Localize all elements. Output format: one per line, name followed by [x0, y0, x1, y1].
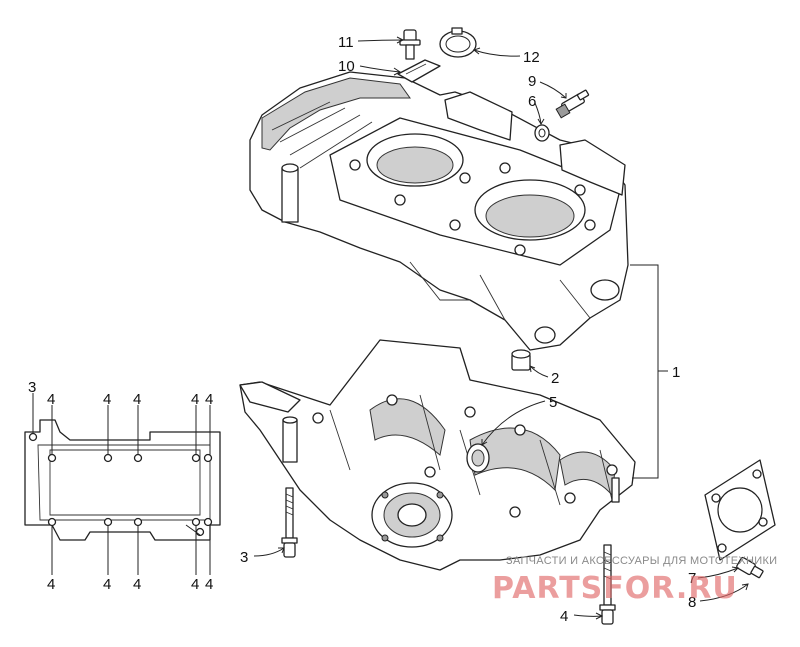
callout-5: 5 — [549, 394, 557, 411]
clamp-12 — [439, 27, 477, 58]
callout-12: 12 — [523, 49, 540, 66]
watermark: ЗАПЧАСТИ И АКСЕССУАРЫ ДЛЯ МОТОТЕХНИКИ PA… — [492, 555, 777, 606]
callout-2: 2 — [551, 370, 559, 387]
callout-4-inset-top-4: 4 — [191, 391, 199, 408]
leader-lines — [32, 36, 749, 620]
washer-6 — [534, 124, 550, 142]
bolt-4-lower — [599, 477, 620, 625]
callout-6: 6 — [528, 93, 536, 110]
callout-1: 1 — [672, 364, 680, 381]
watermark-text: ЗАПЧАСТИ И АКСЕССУАРЫ ДЛЯ МОТОТЕХНИКИ — [506, 555, 777, 567]
callout-4-inset-bottom-5: 4 — [205, 576, 213, 593]
callout-4-inset-top-3: 4 — [133, 391, 141, 408]
plate-10 — [397, 59, 441, 83]
upper-crankcase — [249, 71, 629, 351]
callout-3-inset: 3 — [28, 379, 36, 396]
callout-3: 3 — [240, 549, 248, 566]
callout-4-bolt: 4 — [560, 608, 568, 625]
callout-4-inset-bottom-4: 4 — [191, 576, 199, 593]
callout-4-inset-top-1: 4 — [47, 391, 55, 408]
callout-7: 7 — [688, 570, 696, 587]
bolt-3 — [281, 487, 298, 558]
fitting-9 — [555, 89, 590, 119]
bolt-11 — [399, 29, 421, 60]
bolt-pattern-inset — [24, 419, 221, 541]
callout-10: 10 — [338, 58, 355, 75]
callout-11: 11 — [338, 34, 354, 51]
bolt-7 — [736, 556, 764, 579]
callout-4-inset-bottom-3: 4 — [133, 576, 141, 593]
callout-4-inset-bottom-1: 4 — [47, 576, 55, 593]
callout-4-inset-bottom-2: 4 — [103, 576, 111, 593]
callout-4-inset-top-2: 4 — [103, 391, 111, 408]
callout-4-inset-top-5: 4 — [205, 391, 213, 408]
lower-crankcase — [239, 339, 636, 571]
callout-8: 8 — [688, 594, 696, 611]
callout-9: 9 — [528, 73, 536, 90]
callout-labels: 11 10 12 9 6 1 2 5 3 4 4 4 4 4 4 4 4 4 4… — [28, 34, 696, 625]
gasket-8 — [704, 459, 776, 561]
dowel-2 — [511, 349, 531, 371]
watermark-logo: PARTSFOR.RU — [492, 571, 738, 606]
